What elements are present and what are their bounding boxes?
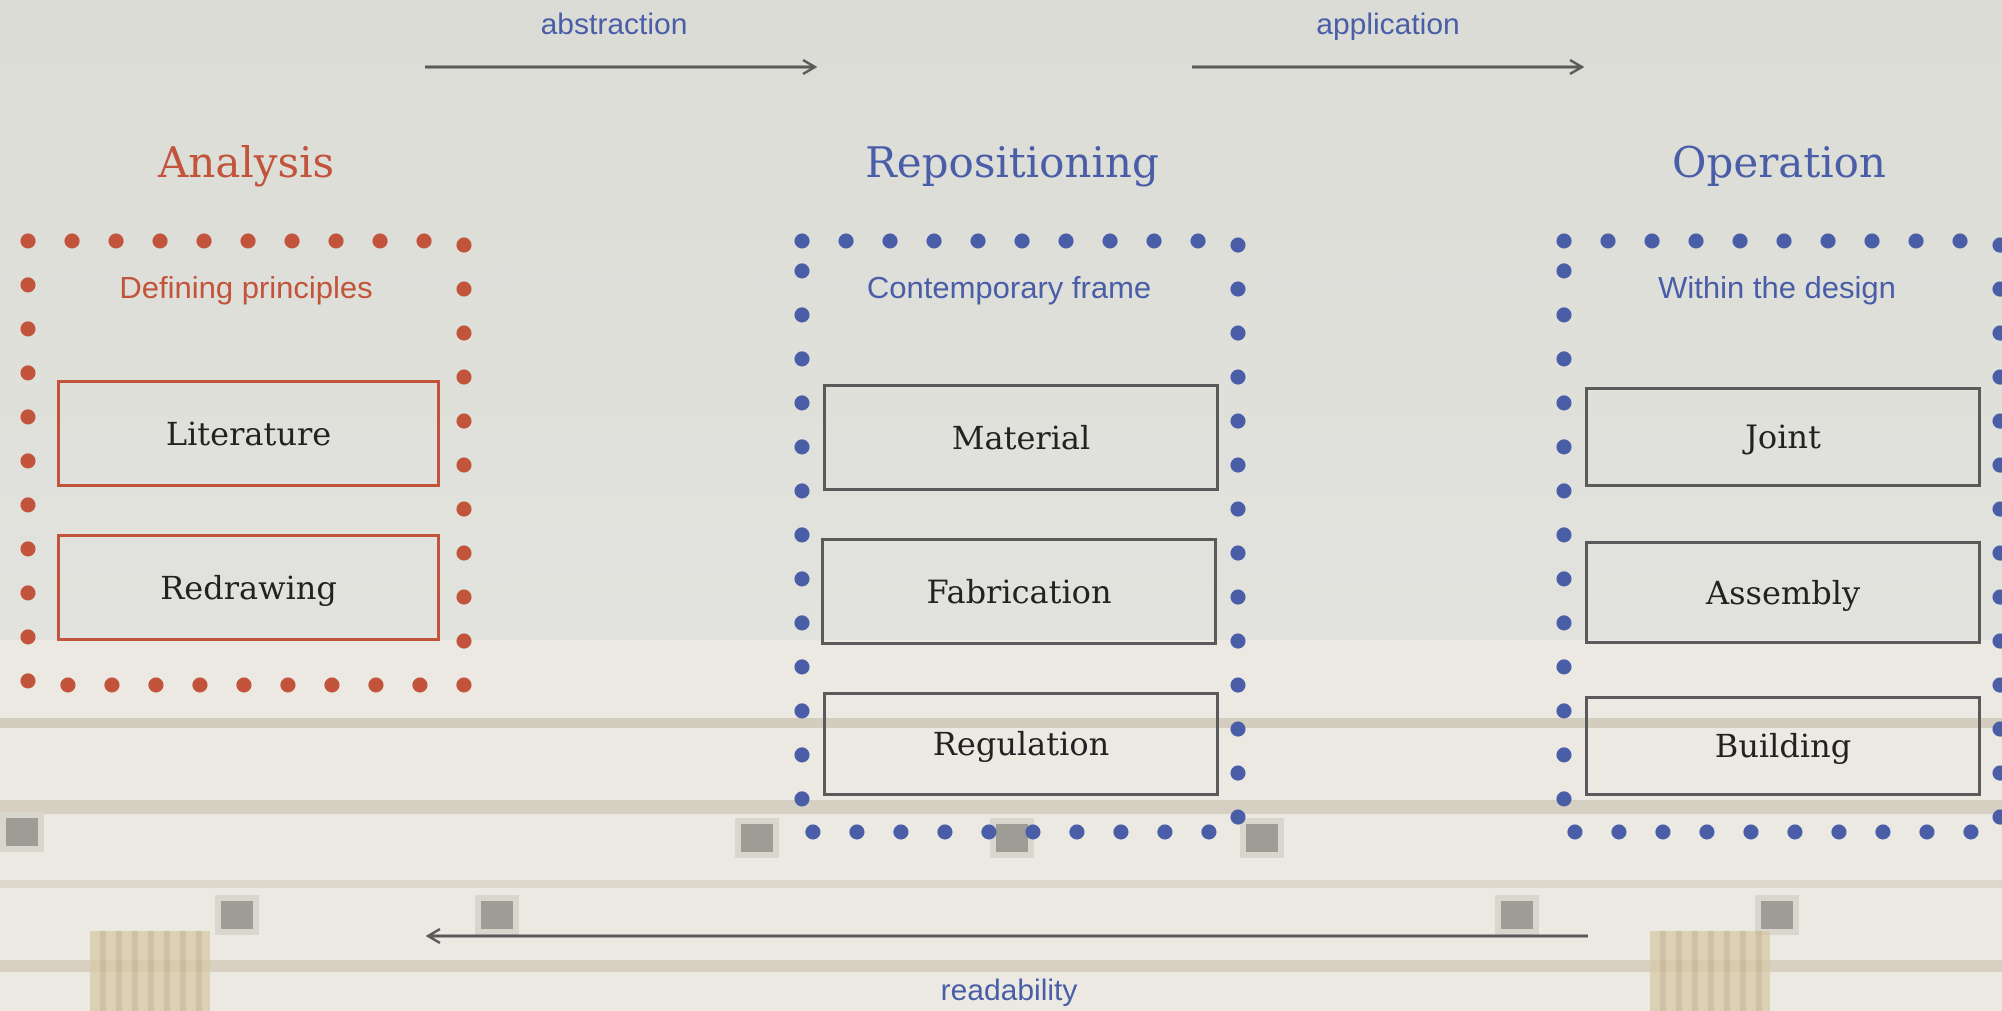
box-label: Redrawing bbox=[160, 568, 337, 607]
building-window bbox=[1495, 895, 1539, 935]
box-label: Literature bbox=[165, 414, 332, 453]
analysis-title: Analysis bbox=[157, 138, 335, 187]
operation-dotted-frame bbox=[1556, 233, 2002, 840]
building-window bbox=[735, 818, 779, 858]
application-label: application bbox=[1316, 8, 1460, 41]
box-label: Fabrication bbox=[926, 572, 1112, 611]
analysis-dotted-frame bbox=[20, 233, 472, 693]
box-label: Assembly bbox=[1705, 573, 1861, 612]
building-window bbox=[1240, 818, 1284, 858]
building-band bbox=[0, 800, 2002, 814]
operation-subtitle: Within the design bbox=[1658, 270, 1896, 305]
box-label: Joint bbox=[1745, 418, 1821, 456]
repositioning-subtitle: Contemporary frame bbox=[866, 270, 1152, 305]
analysis-subtitle: Defining principles bbox=[119, 270, 373, 305]
repositioning-dotted-frame bbox=[794, 233, 1246, 840]
building-window bbox=[1755, 895, 1799, 935]
fabrication-box: Fabrication bbox=[821, 538, 1217, 645]
material-box: Material bbox=[823, 384, 1219, 491]
abstraction-label: abstraction bbox=[540, 8, 688, 41]
building-post bbox=[1650, 931, 1770, 1011]
building-window bbox=[0, 812, 44, 852]
building-window bbox=[475, 895, 519, 935]
operation-title: Operation bbox=[1672, 138, 1886, 187]
readability-label: readability bbox=[940, 974, 1078, 1007]
building-post bbox=[90, 931, 210, 1011]
box-label: Regulation bbox=[932, 725, 1110, 763]
building-band bbox=[0, 960, 2002, 972]
literature-box: Literature bbox=[57, 380, 440, 487]
building-box: Building bbox=[1585, 696, 1981, 796]
redrawing-box: Redrawing bbox=[57, 534, 440, 641]
box-label: Material bbox=[951, 418, 1091, 457]
building-band bbox=[0, 880, 2002, 888]
box-label: Building bbox=[1714, 727, 1852, 765]
repositioning-title: Repositioning bbox=[865, 138, 1159, 187]
building-window bbox=[215, 895, 259, 935]
assembly-box: Assembly bbox=[1585, 541, 1981, 644]
building-band bbox=[0, 718, 2002, 728]
joint-box: Joint bbox=[1585, 387, 1981, 487]
background-sky bbox=[0, 0, 2002, 645]
regulation-box: Regulation bbox=[823, 692, 1219, 796]
